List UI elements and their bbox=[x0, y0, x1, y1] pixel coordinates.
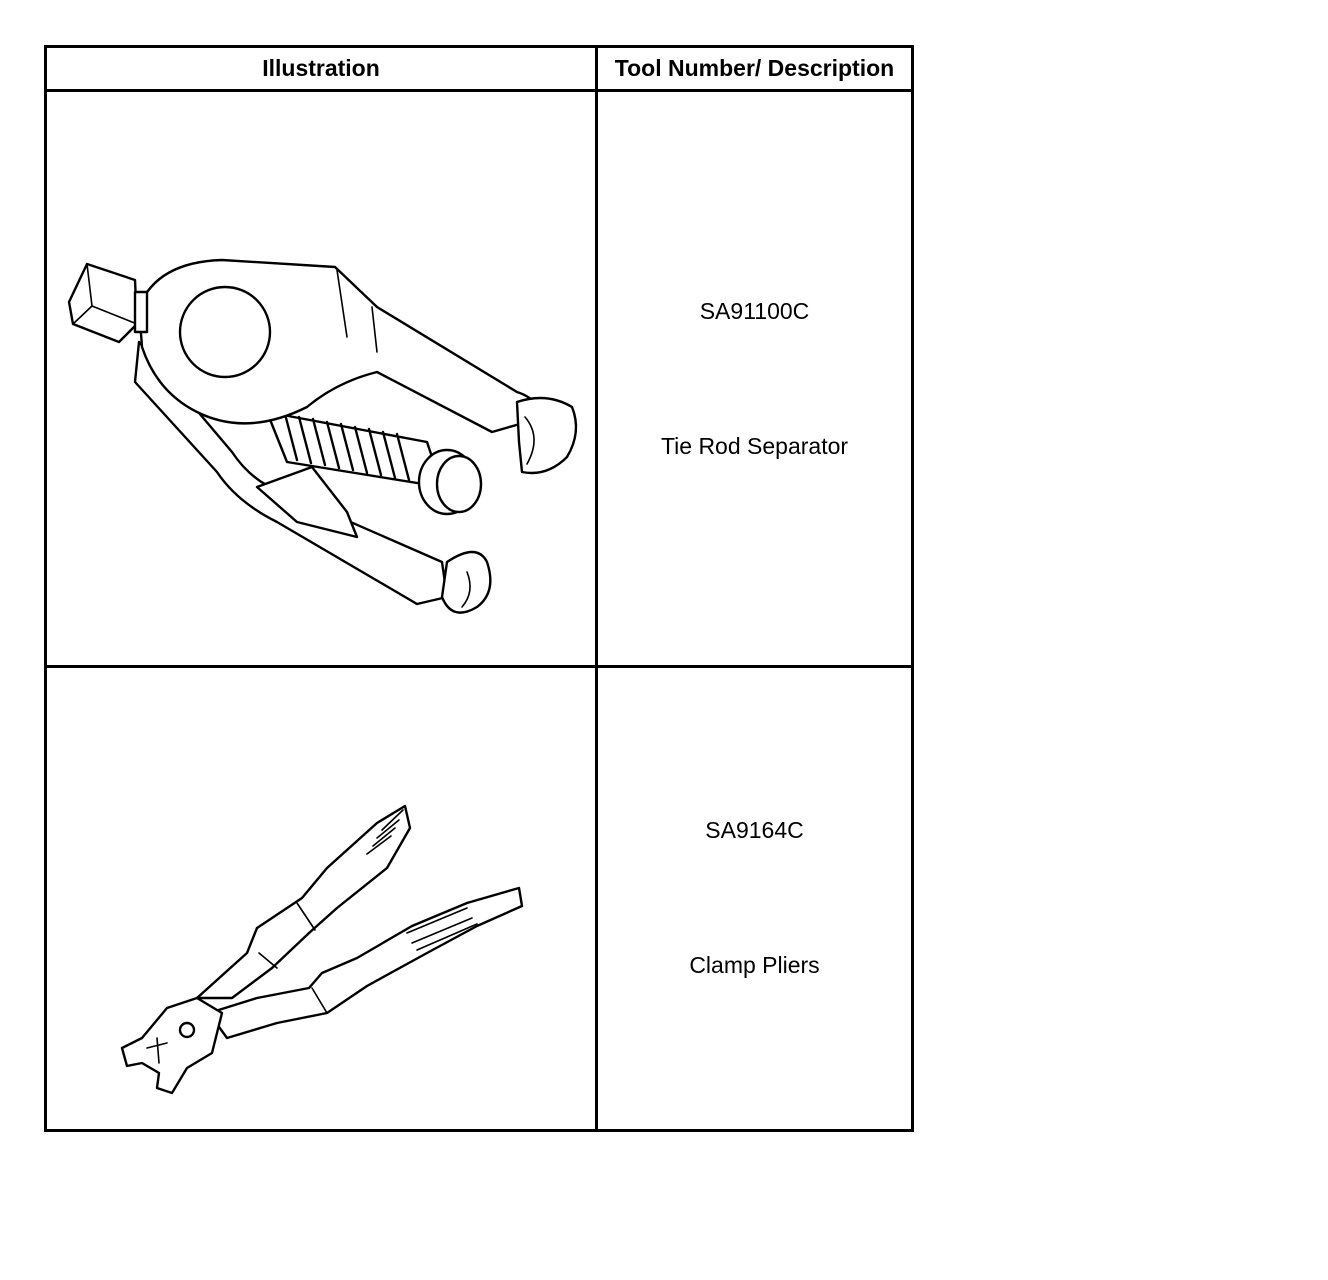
column-divider bbox=[595, 48, 598, 1129]
clamp-pliers-icon bbox=[120, 804, 524, 1095]
header-tool-number-description: Tool Number/ Description bbox=[614, 55, 895, 81]
tool-table: Illustration Tool Number/ Description bbox=[44, 45, 914, 1132]
tool-number: SA9164C bbox=[705, 817, 804, 843]
tool-description: Tie Rod Separator bbox=[660, 433, 849, 459]
header-divider bbox=[47, 89, 911, 92]
row-divider bbox=[47, 665, 911, 668]
tool-number: SA91100C bbox=[699, 298, 810, 324]
tie-rod-separator-icon bbox=[67, 258, 578, 614]
header-illustration: Illustration bbox=[262, 55, 380, 81]
tool-description: Clamp Pliers bbox=[689, 952, 820, 978]
